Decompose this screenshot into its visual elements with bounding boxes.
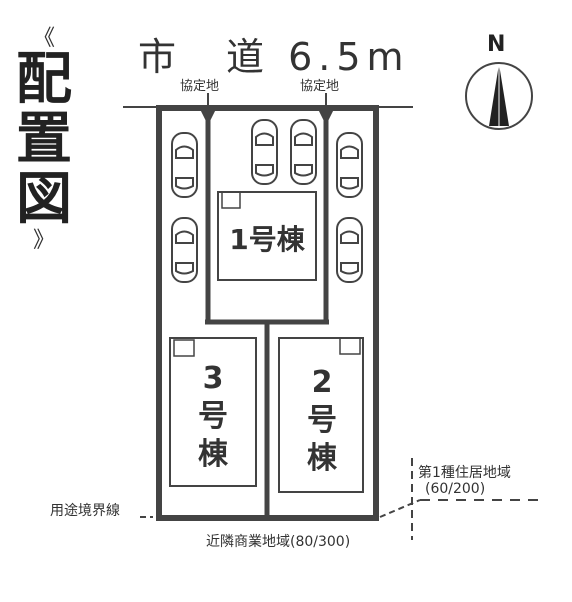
car-icon xyxy=(290,119,317,185)
title-char-3: 図 xyxy=(16,167,72,232)
car-icon xyxy=(171,132,198,198)
north-arrow-icon xyxy=(465,62,533,130)
title-open-bracket: 《 xyxy=(32,26,55,51)
building-2-label-to: 棟 xyxy=(307,441,337,476)
building-1-label: 1号棟 xyxy=(229,223,305,256)
car-icon xyxy=(251,119,278,185)
zone-residential-ratio: (60/200) xyxy=(425,481,486,497)
building-2-porch xyxy=(339,337,361,355)
building-2-label-go: 号 xyxy=(307,403,337,438)
building-3-label: 3 号 棟 xyxy=(185,360,241,474)
building-1-footprint xyxy=(217,191,317,281)
car-icon xyxy=(171,217,198,283)
zone-boundary-label: 用途境界線 xyxy=(50,503,120,519)
title-char-1: 配 xyxy=(16,47,72,112)
building-3-label-to: 棟 xyxy=(198,437,228,472)
north-label: N xyxy=(487,32,506,57)
title-char-2: 置 xyxy=(16,107,72,172)
building-2-label: 2 号 棟 xyxy=(294,364,350,478)
zone-commercial-label: 近隣商業地域(80/300) xyxy=(206,534,351,550)
building-2-footprint xyxy=(278,337,364,493)
title-close-bracket: 》 xyxy=(32,228,55,253)
building-3-label-number: 3 xyxy=(202,361,224,396)
building-3-label-go: 号 xyxy=(198,399,228,434)
zone-boundary-line xyxy=(140,458,545,540)
road-label: 市 道 6.5m xyxy=(138,35,410,79)
lot-dividers xyxy=(205,108,329,518)
car-icon xyxy=(336,132,363,198)
kyotei-label-right: 協定地 xyxy=(300,79,340,94)
building-2-label-number: 2 xyxy=(311,365,333,400)
building-1-porch xyxy=(221,191,241,209)
kyotei-label-left: 協定地 xyxy=(180,79,220,94)
diagram-title: 《 配 置 図 》 xyxy=(14,28,74,252)
zone-residential-label: 第1種住居地域 xyxy=(418,465,511,481)
building-3-footprint xyxy=(169,337,257,487)
building-3-porch xyxy=(173,339,195,357)
car-icon xyxy=(336,217,363,283)
